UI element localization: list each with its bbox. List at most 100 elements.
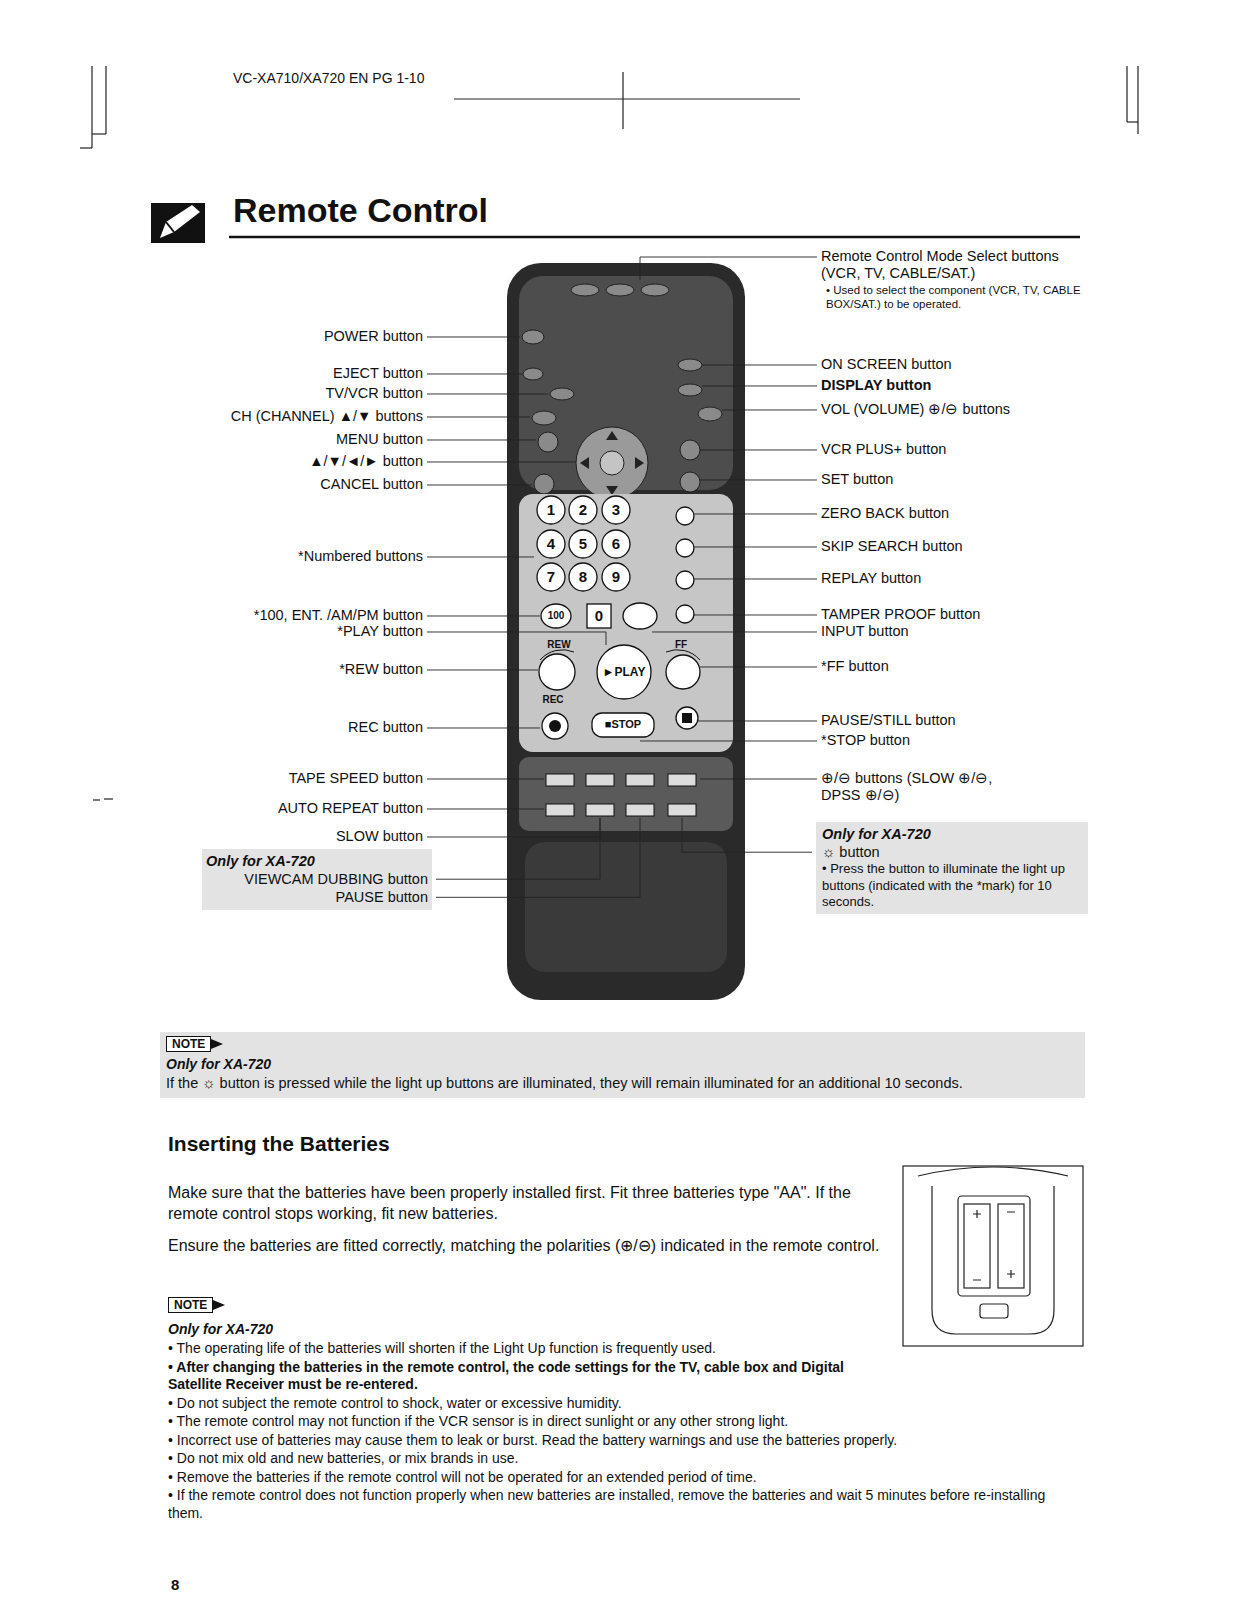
callout-label: • Used to select the component (VCR, TV,… <box>826 284 1081 312</box>
illustration-part <box>580 457 589 469</box>
callout-label: TV/VCR button <box>325 385 423 402</box>
illustration-part <box>602 496 630 524</box>
callout-label: TAPE SPEED button <box>289 770 423 787</box>
button-label: ■STOP <box>605 718 641 731</box>
illustration-part <box>698 407 722 421</box>
note-text: VIEWCAM DUBBING button <box>206 870 428 888</box>
illustration-part <box>606 431 618 440</box>
callout-label: TAMPER PROOF button <box>821 606 980 623</box>
callout-label: INPUT button <box>821 623 909 640</box>
button-label: 8 <box>579 568 587 586</box>
callout-label: CH (CHANNEL) ▲/▼ buttons <box>231 408 423 425</box>
illustration-part <box>602 530 630 558</box>
button-label: 2 <box>579 501 587 519</box>
leader-line <box>700 449 817 450</box>
leader-line <box>427 393 548 394</box>
button-label: FF <box>675 639 687 651</box>
callout-label: *Numbered buttons <box>298 548 423 565</box>
illustration-part <box>93 799 100 800</box>
note-text: PAUSE button <box>206 888 428 906</box>
leader-line <box>427 461 576 462</box>
illustration-part <box>1127 121 1138 122</box>
illustration-part <box>569 563 597 591</box>
crop-marks <box>80 66 1138 800</box>
leader-line <box>427 615 540 616</box>
note-text: • Press the button to illuminate the lig… <box>822 861 1082 910</box>
illustration-part <box>635 457 644 469</box>
illustration-part <box>546 774 574 786</box>
callout-label: AUTO REPEAT button <box>278 800 423 817</box>
leader-line <box>427 416 530 417</box>
illustration-part <box>678 384 702 396</box>
illustration-part <box>668 774 696 786</box>
leader-line <box>427 818 600 837</box>
button-label: 6 <box>612 535 620 553</box>
illustration-part <box>641 284 669 296</box>
illustration-part <box>534 474 554 494</box>
callout-label: VOL (VOLUME) ⊕/⊖ buttons <box>821 401 1010 418</box>
illustration-part <box>546 774 696 816</box>
illustration-part <box>532 411 556 425</box>
leader-line <box>427 484 532 485</box>
illustration-part <box>587 604 611 628</box>
leader-line <box>694 513 817 514</box>
illustration-part <box>538 432 558 452</box>
illustration-part <box>602 563 630 591</box>
illustration-part <box>522 330 544 344</box>
illustration-part <box>1137 66 1138 134</box>
note-text: Only for XA-720 <box>166 1056 1079 1074</box>
illustration-part <box>519 494 733 752</box>
note-text: If the ☼ button is pressed while the lig… <box>166 1074 1079 1092</box>
note-panel: Only for XA-720VIEWCAM DUBBING buttonPAU… <box>202 849 432 910</box>
illustration-part <box>676 571 694 589</box>
illustration-part <box>104 798 113 799</box>
leader-line <box>702 364 817 365</box>
callout-label: ⊕/⊖ buttons (SLOW ⊕/⊖, DPSS ⊕/⊖) <box>821 770 1031 805</box>
leader-line <box>700 666 817 667</box>
illustration-part <box>569 530 597 558</box>
illustration-part <box>539 654 575 690</box>
leader-line <box>427 669 538 670</box>
note-badge-text: NOTE <box>172 1037 205 1051</box>
illustration-part <box>676 605 694 623</box>
illustration-part <box>537 530 565 558</box>
badge-arrow-head <box>211 1039 223 1049</box>
illustration-part <box>576 427 648 499</box>
leader-line <box>427 556 534 557</box>
illustration-part <box>166 222 174 232</box>
note-bullet: • Do not subject the remote control to s… <box>168 1395 1073 1413</box>
pencil-icon <box>151 203 205 243</box>
illustration-part <box>586 774 614 786</box>
illustration-part <box>160 205 200 238</box>
page-number: 8 <box>171 1576 179 1594</box>
callout-label: *100, ENT. /AM/PM button <box>254 607 423 624</box>
illustration-part <box>549 720 561 732</box>
callout-label: CANCEL button <box>320 476 423 493</box>
leader-line <box>427 778 544 779</box>
callout-label: ON SCREEN button <box>821 356 952 373</box>
leader-line <box>694 546 817 547</box>
callout-label: *PLAY button <box>337 623 423 640</box>
illustration-part <box>676 507 694 525</box>
leader-line <box>682 818 812 852</box>
button-label: 5 <box>579 535 587 553</box>
callout-label: REPLAY button <box>821 570 921 587</box>
leader-line <box>427 373 522 374</box>
leader-line <box>700 479 817 480</box>
badge-arrow <box>213 1297 227 1313</box>
leader-line <box>640 740 817 741</box>
button-label: 1 <box>547 501 555 519</box>
leader-line <box>694 578 817 579</box>
illustration-part <box>597 645 651 699</box>
illustration-part <box>92 133 106 134</box>
note-bullet: • The operating life of the batteries wi… <box>168 1340 883 1358</box>
note-bullet: • Incorrect use of batteries may cause t… <box>168 1432 1073 1450</box>
button-label: 0 <box>595 607 603 625</box>
note-text: Only for XA-720 <box>822 825 1082 843</box>
illustration-part <box>540 650 700 660</box>
leader-line <box>652 631 817 632</box>
button-label: REC <box>542 694 563 706</box>
illustration-part <box>973 1210 1015 1280</box>
badge-arrow <box>211 1036 225 1052</box>
note-badge-text: NOTE <box>174 1298 207 1312</box>
